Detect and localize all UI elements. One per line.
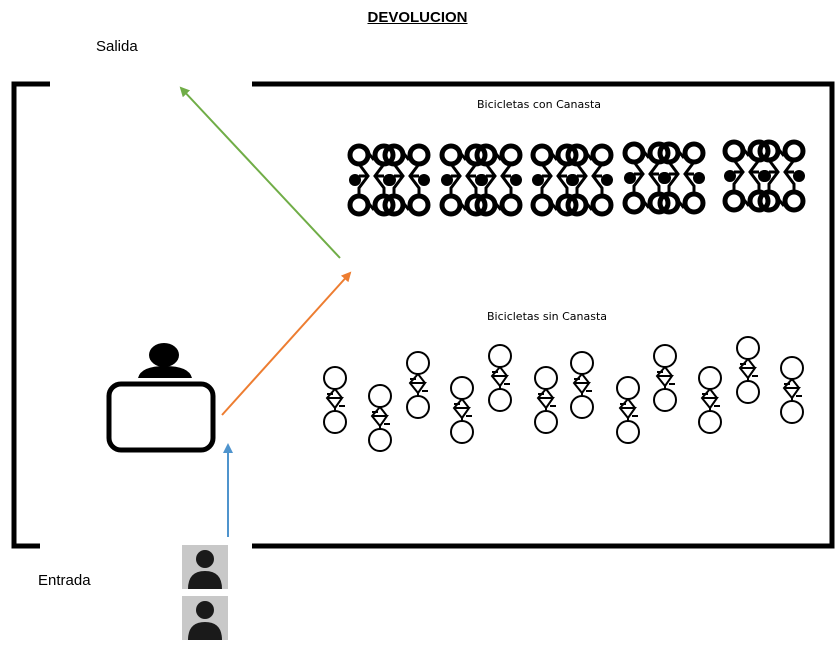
bike-without-basket-icon bbox=[616, 376, 640, 444]
entrance-label: Entrada bbox=[38, 572, 91, 589]
exit-arrow bbox=[179, 86, 341, 259]
bike-without-basket-icon bbox=[488, 344, 512, 412]
bikes-without-basket-rack bbox=[323, 336, 804, 452]
bikes-with-basket-label: Bicicletas con Canasta bbox=[477, 98, 602, 111]
attendant-body-icon bbox=[138, 366, 192, 378]
exit-label: Salida bbox=[96, 38, 138, 55]
bikes-with-basket-rack bbox=[349, 142, 805, 214]
bike-without-basket-icon bbox=[570, 351, 594, 419]
person-icon bbox=[182, 545, 228, 589]
bike-without-basket-icon bbox=[653, 344, 677, 412]
person-icon bbox=[182, 596, 228, 640]
bike-without-basket-icon bbox=[736, 336, 760, 404]
room-walls bbox=[11, 81, 835, 549]
bike-without-basket-icon bbox=[368, 384, 392, 452]
bikes-without-basket-label: Bicicletas sin Canasta bbox=[487, 310, 608, 323]
desk-counter bbox=[106, 381, 216, 453]
attendant-desk bbox=[106, 343, 216, 453]
bike-without-basket-icon bbox=[323, 366, 347, 434]
diagram-title: DEVOLUCION bbox=[367, 9, 468, 26]
to-bikes-arrow bbox=[221, 271, 352, 416]
bike-without-basket-icon bbox=[780, 356, 804, 424]
attendant-head-icon bbox=[149, 343, 179, 367]
bike-without-basket-icon bbox=[698, 366, 722, 434]
bike-without-basket-icon bbox=[534, 366, 558, 434]
bike-without-basket-icon bbox=[406, 351, 430, 419]
bike-without-basket-icon bbox=[450, 376, 474, 444]
